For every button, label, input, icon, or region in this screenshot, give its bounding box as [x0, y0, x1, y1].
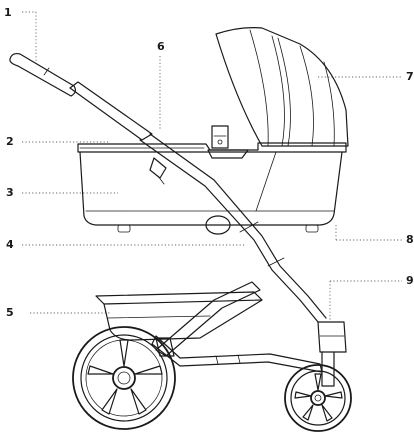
callout-9: 9	[329, 274, 414, 322]
carrycot	[77, 125, 347, 235]
svg-text:4: 4	[6, 238, 14, 251]
callout-8: 8	[335, 225, 414, 246]
chassis	[151, 281, 347, 387]
front-wheel	[284, 364, 352, 432]
callout-1: 1	[4, 6, 37, 62]
canopy	[215, 27, 349, 147]
svg-text:2: 2	[6, 135, 14, 148]
svg-text:3: 3	[6, 186, 14, 199]
shopping-basket	[95, 291, 263, 341]
callout-2: 2	[6, 135, 110, 148]
main-frame	[139, 133, 327, 323]
callout-3: 3	[6, 186, 118, 199]
callout-4: 4	[6, 238, 245, 251]
handlebar	[9, 52, 153, 141]
callout-6: 6	[157, 40, 165, 130]
svg-text:8: 8	[406, 233, 414, 246]
rear-wheel	[72, 326, 176, 430]
svg-text:9: 9	[406, 274, 414, 287]
svg-text:7: 7	[406, 70, 414, 83]
svg-text:5: 5	[6, 306, 14, 319]
svg-text:1: 1	[4, 6, 12, 19]
svg-text:6: 6	[157, 40, 165, 53]
callout-5: 5	[6, 306, 110, 319]
